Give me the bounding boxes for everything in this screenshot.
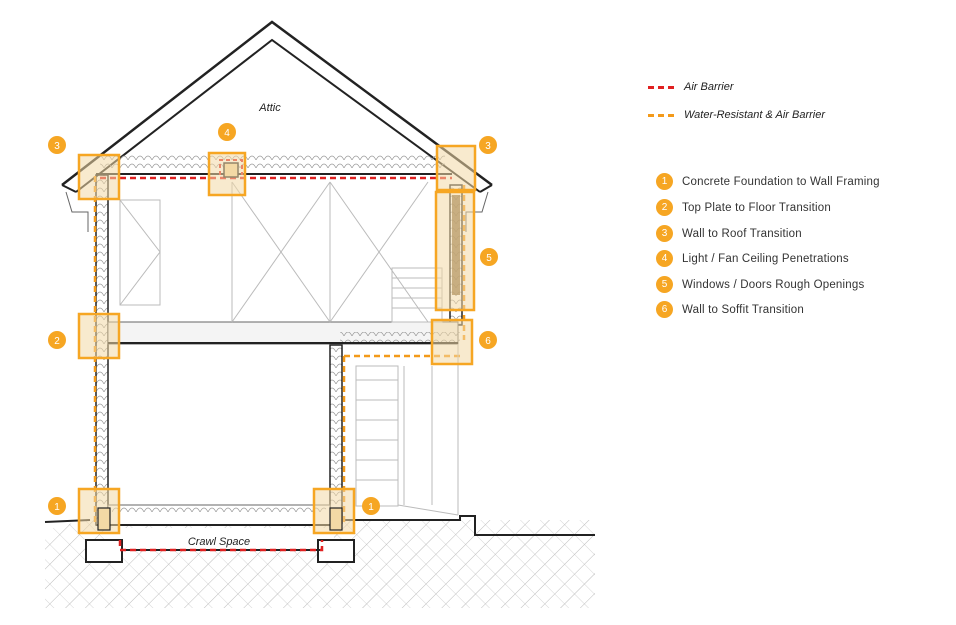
marker-5: 5 bbox=[480, 248, 498, 266]
legend-item-6: 6 Wall to Soffit Transition bbox=[656, 301, 804, 318]
foundation-footings bbox=[97, 507, 343, 531]
legend-badge: 1 bbox=[656, 173, 673, 190]
legend-badge: 2 bbox=[656, 199, 673, 216]
marker-1-left: 1 bbox=[48, 497, 66, 515]
highlight-boxes bbox=[77, 144, 477, 535]
legend-item-1: 1 Concrete Foundation to Wall Framing bbox=[656, 173, 880, 190]
legend-badge: 4 bbox=[656, 250, 673, 267]
marker-4: 4 bbox=[218, 123, 236, 141]
svg-text:4: 4 bbox=[224, 128, 230, 139]
marker-2: 2 bbox=[48, 331, 66, 349]
interior-linework bbox=[119, 181, 459, 516]
legend-air-barrier-label: Air Barrier bbox=[684, 81, 734, 93]
legend-item-label: Windows / Doors Rough Openings bbox=[682, 278, 865, 291]
legend-item-label: Wall to Roof Transition bbox=[682, 227, 802, 240]
svg-text:6: 6 bbox=[485, 336, 491, 347]
legend-item-label: Wall to Soffit Transition bbox=[682, 303, 804, 316]
legend-item-label: Concrete Foundation to Wall Framing bbox=[682, 175, 880, 188]
legend-item-label: Top Plate to Floor Transition bbox=[682, 201, 831, 214]
house-section-drawing: 3 4 3 5 2 6 1 1 Attic Crawl Space bbox=[44, 20, 595, 608]
numbered-markers: 3 4 3 5 2 6 1 1 bbox=[48, 123, 498, 515]
legend-badge: 6 bbox=[656, 301, 673, 318]
roof bbox=[61, 20, 493, 193]
legend-item-2: 2 Top Plate to Floor Transition bbox=[656, 199, 831, 216]
exterior-walls bbox=[93, 174, 466, 526]
water-resistant-swatch bbox=[648, 113, 674, 117]
legend-item-label: Light / Fan Ceiling Penetrations bbox=[682, 252, 849, 265]
air-barrier-swatch bbox=[648, 85, 674, 89]
crawl-space-label: Crawl Space bbox=[188, 536, 250, 548]
svg-text:3: 3 bbox=[485, 141, 491, 152]
attic-label: Attic bbox=[258, 102, 281, 114]
legend-badge: 5 bbox=[656, 276, 673, 293]
svg-text:5: 5 bbox=[486, 253, 492, 264]
crawl-space bbox=[85, 528, 355, 563]
legend-badge: 3 bbox=[656, 225, 673, 242]
svg-text:2: 2 bbox=[54, 336, 60, 347]
legend-air-barrier: Air Barrier bbox=[648, 81, 734, 93]
svg-text:1: 1 bbox=[368, 502, 374, 513]
legend-water-resistant-label: Water-Resistant & Air Barrier bbox=[684, 109, 826, 121]
legend-item-5: 5 Windows / Doors Rough Openings bbox=[656, 276, 864, 293]
marker-1-right: 1 bbox=[362, 497, 380, 515]
legend-item-3: 3 Wall to Roof Transition bbox=[656, 225, 802, 242]
legend-item-4: 4 Light / Fan Ceiling Penetrations bbox=[656, 250, 849, 267]
marker-3-left: 3 bbox=[48, 136, 66, 154]
svg-text:1: 1 bbox=[54, 502, 60, 513]
marker-6: 6 bbox=[479, 331, 497, 349]
legend-water-resistant: Water-Resistant & Air Barrier bbox=[648, 109, 825, 121]
svg-text:3: 3 bbox=[54, 141, 60, 152]
marker-3-right: 3 bbox=[479, 136, 497, 154]
